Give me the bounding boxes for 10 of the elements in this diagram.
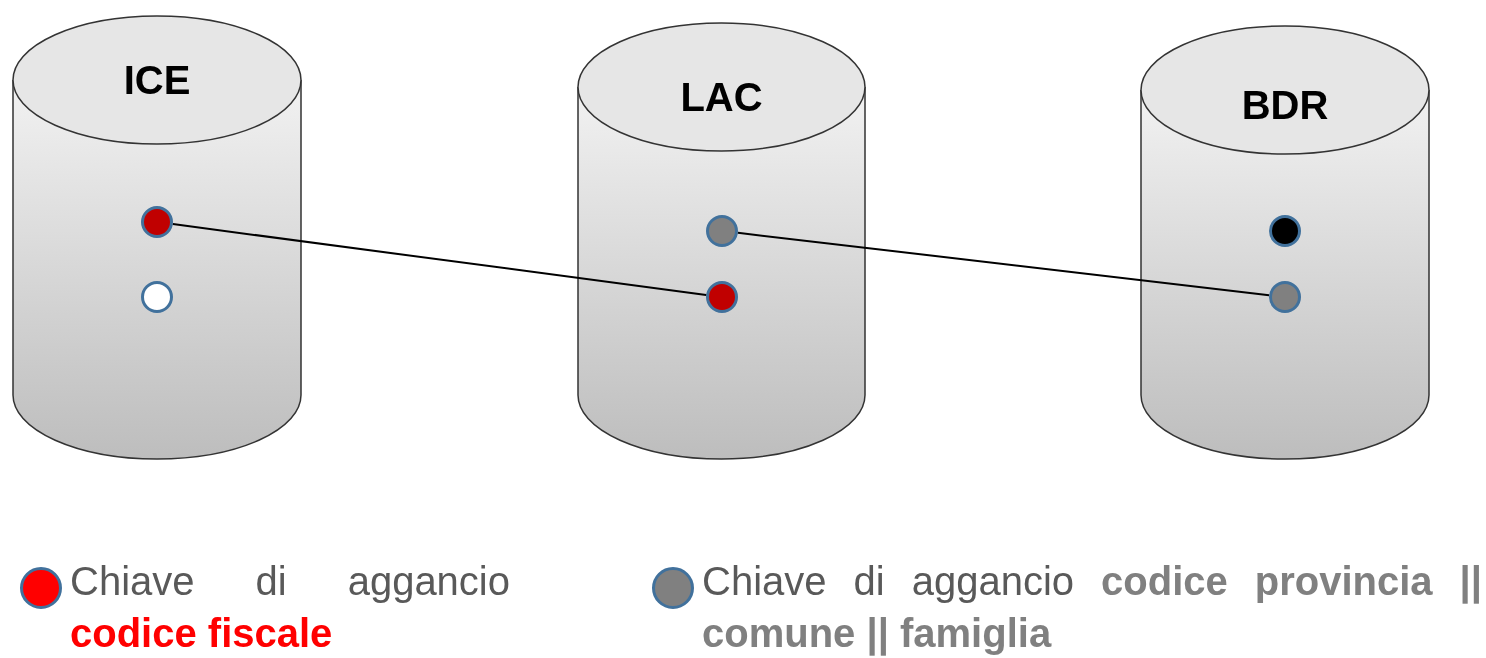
connector-line xyxy=(171,223,708,296)
database-cylinder xyxy=(577,22,866,460)
cylinder-label: ICE xyxy=(123,60,191,100)
cylinder-label: LAC xyxy=(680,77,763,117)
connector-line xyxy=(736,231,1271,297)
cylinder-label: BDR xyxy=(1241,85,1329,125)
legend-text: Chiave di aggancio codice provincia || comune || famiglia xyxy=(702,558,1482,658)
database-cylinder xyxy=(1140,25,1430,460)
legend-text: Chiave di aggancio codice fiscale xyxy=(70,558,510,657)
database-cylinder xyxy=(12,15,302,460)
